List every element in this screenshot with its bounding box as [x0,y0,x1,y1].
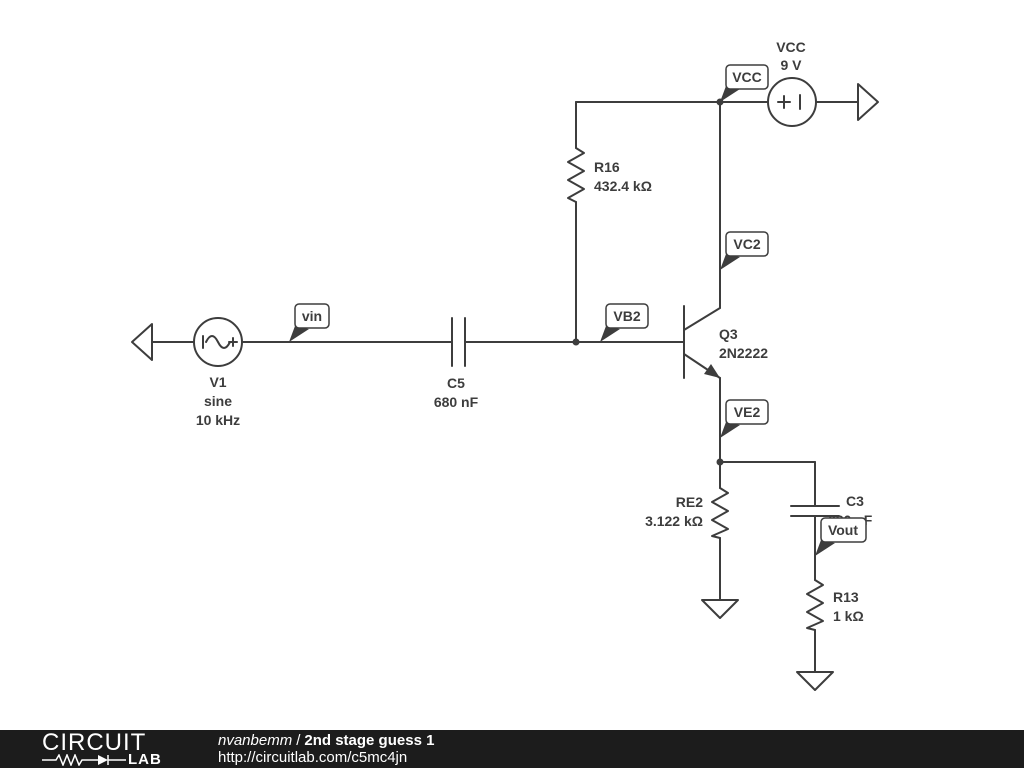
footer-bar: CIRCUIT LAB nvanbemm/2nd stage guess 1 h… [0,730,1024,768]
re2-resistor[interactable] [711,487,729,539]
author-name[interactable]: nvanbemm [218,732,293,749]
ground-symbol [796,671,834,691]
svg-text:vin: vin [302,308,322,324]
q3-name-label: Q3 [719,326,738,342]
node-tag-ve2[interactable]: VE2 [720,399,769,438]
c5-name-label: C5 [447,375,465,391]
vcc-value-label: 9 V [780,57,802,73]
c5-capacitor[interactable] [451,317,466,367]
circuitlab-logo[interactable]: CIRCUIT LAB [40,730,180,768]
c5-value-label: 680 nF [434,394,479,410]
footer-info: nvanbemm/2nd stage guess 1 http://circui… [218,732,434,766]
c3-capacitor[interactable] [790,505,840,517]
circuit-url[interactable]: http://circuitlab.com/c5mc4jn [218,749,408,766]
r13-resistor[interactable] [806,579,824,631]
r13-name-label: R13 [833,589,859,605]
junction-dot [572,338,580,346]
r16-value-label: 432.4 kΩ [594,178,652,194]
logo-top-text: CIRCUIT [42,729,147,756]
logo-resistor-diode-icon [42,754,126,766]
r13-value-label: 1 kΩ [833,608,864,624]
title-separator: / [296,732,301,749]
circuit-title[interactable]: 2nd stage guess 1 [304,732,435,749]
r16-resistor[interactable] [567,147,585,203]
svg-text:VCC: VCC [732,69,762,85]
vcc-name-label: VCC [776,39,806,55]
v1-freq-label: 10 kHz [196,412,240,428]
svg-text:VE2: VE2 [734,404,761,420]
junction-dot [716,458,724,466]
node-tag-vc2[interactable]: VC2 [720,231,769,270]
vcc-voltage-source[interactable] [767,77,817,127]
wires [151,101,859,673]
v1-name-label: V1 [209,374,226,390]
v1-sine-source[interactable] [193,317,243,367]
node-tag-vcc[interactable]: VCC [720,64,769,102]
node-tag-vb2[interactable]: VB2 [600,303,649,342]
q3-part-label: 2N2222 [719,345,768,361]
logo-bottom-text: LAB [128,751,162,768]
node-tag-vout[interactable]: Vout [815,517,867,556]
svg-text:VC2: VC2 [733,236,760,252]
re2-name-label: RE2 [676,494,703,510]
circuit-schematic: V1 sine 10 kHz C5 680 nF R16 432.4 kΩ VC… [131,39,879,691]
r16-name-label: R16 [594,159,620,175]
re2-value-label: 3.122 kΩ [645,513,703,529]
v1-type-label: sine [204,393,232,409]
ground-symbol [857,83,879,121]
svg-text:Vout: Vout [828,522,858,538]
node-tag-vin[interactable]: vin [289,303,330,342]
q3-npn-transistor[interactable] [683,305,721,379]
ground-symbol [131,323,153,361]
c3-name-label: C3 [846,493,864,509]
ground-symbol [701,599,739,619]
svg-text:VB2: VB2 [613,308,640,324]
